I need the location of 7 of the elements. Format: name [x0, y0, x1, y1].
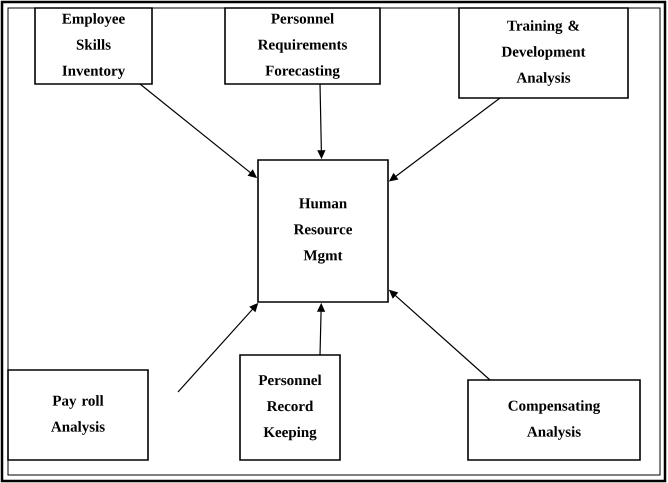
process-box: Pay roll Analysis — [7, 369, 149, 461]
process-box: Compensating Analysis — [467, 379, 641, 461]
process-box: Personnel Record Keeping — [239, 354, 341, 461]
process-box: Human Resource Mgmt — [257, 159, 389, 303]
process-box: Training & Development Analysis — [458, 7, 629, 99]
process-box: Personnel Requirements Forecasting — [224, 7, 381, 85]
process-box: Employee Skills Inventory — [34, 7, 153, 85]
